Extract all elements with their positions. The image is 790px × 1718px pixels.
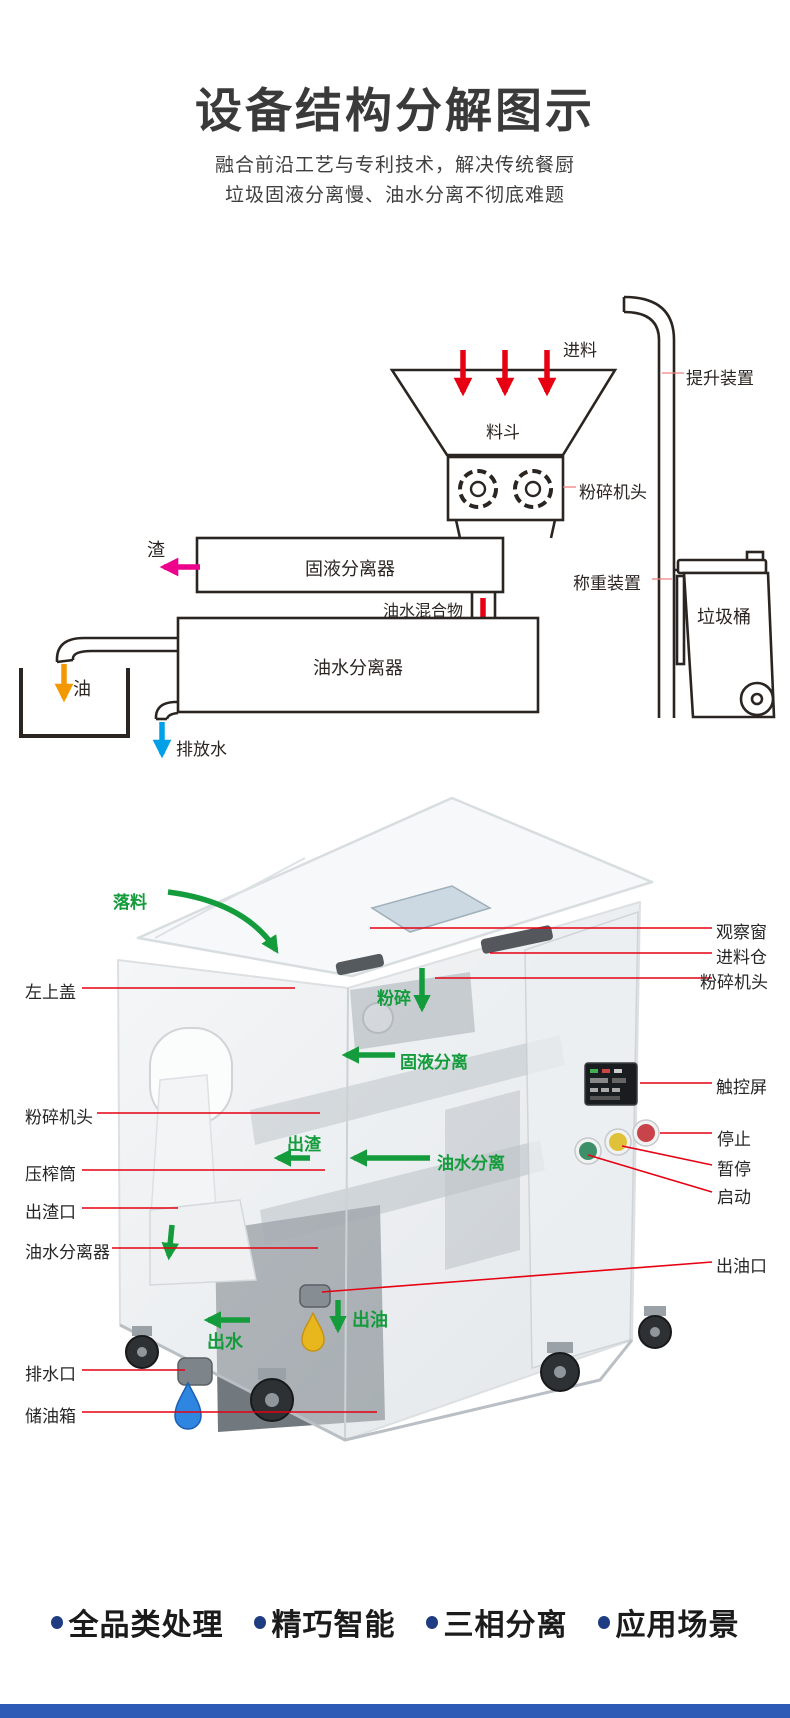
footer-item-label: 全品类处理	[68, 1609, 224, 1642]
footer-item-label: 三相分离	[443, 1609, 568, 1642]
flow-feed-label: 进料	[563, 341, 597, 360]
cutter-wheels	[458, 469, 553, 509]
inner-label-crush: 粉碎	[377, 989, 411, 1008]
press-flow-arrow	[161, 1224, 180, 1261]
footer-item: 三相分离	[425, 1600, 568, 1644]
lid-latch	[335, 953, 384, 976]
inner-label-oil-water: 油水分离	[437, 1154, 505, 1173]
touchscreen	[584, 1062, 638, 1106]
inner-label-oil-out: 出油	[352, 1310, 388, 1330]
flow-ow-separator-label: 油水分离器	[313, 658, 403, 678]
label-crusher-head-right: 粉碎机头	[700, 973, 768, 992]
oil-drop-icon	[301, 1311, 325, 1352]
flow-hopper-label: 料斗	[486, 423, 520, 442]
label-stop: 停止	[717, 1130, 751, 1149]
label-oil-outlet: 出油口	[716, 1257, 767, 1276]
label-oil-tank: 储油箱	[25, 1407, 76, 1426]
flow-discharge-label: 排放水	[176, 740, 227, 759]
bottom-blue-bar	[0, 1704, 790, 1718]
footer-item: 全品类处理	[50, 1600, 224, 1644]
inner-label-water-out: 出水	[207, 1332, 243, 1352]
flow-bin-label: 垃圾桶	[697, 607, 751, 627]
footer-item: 应用场景	[597, 1600, 740, 1644]
machine-render	[82, 796, 713, 1442]
press-cylinder	[149, 1027, 257, 1286]
stop-button	[637, 1124, 655, 1142]
label-feed-bin: 进料仓	[716, 948, 767, 967]
outlets	[177, 1284, 331, 1386]
label-touchscreen: 触控屏	[716, 1078, 767, 1097]
lifting-rail	[622, 295, 690, 718]
flow-oil-label: 油	[73, 679, 91, 699]
subtitle-line1: 融合前沿工艺与专利技术，解决传统餐厨	[214, 155, 575, 176]
flow-residue-label: 渣	[147, 540, 165, 560]
label-left-top-cover: 左上盖	[25, 983, 76, 1002]
slag-chute	[149, 1199, 257, 1286]
bullet-icon	[597, 1615, 610, 1629]
start-button	[579, 1142, 597, 1160]
label-start: 启动	[717, 1188, 751, 1207]
footer-item-label: 精巧智能	[271, 1609, 396, 1642]
flow-weighing-label: 称重装置	[573, 574, 641, 593]
oil-water-separator-box	[176, 616, 540, 714]
footer-item-label: 应用场景	[615, 1609, 740, 1642]
observation-window	[370, 885, 492, 933]
oil-outlet	[299, 1284, 331, 1308]
drop-arrow	[167, 889, 279, 954]
flow-crusher-label: 粉碎机头	[579, 483, 647, 502]
machine-lid	[136, 796, 654, 978]
bullet-icon	[50, 1615, 63, 1629]
process-arrows	[161, 889, 431, 1334]
callout-lines	[82, 927, 713, 1413]
water-spout	[154, 700, 179, 721]
bullet-icon	[425, 1615, 438, 1629]
inner-label-solid-liquid: 固液分离	[400, 1053, 468, 1072]
label-oil-water-separator: 油水分离器	[25, 1243, 110, 1262]
hopper-funnel	[389, 368, 618, 457]
label-crusher-head-left: 粉碎机头	[25, 1108, 93, 1127]
label-press-cylinder: 压榨筒	[25, 1165, 76, 1184]
flow-sl-separator-label: 固液分离器	[305, 559, 395, 579]
flow-mixture-label: 油水混合物	[383, 603, 464, 620]
footer-item: 精巧智能	[253, 1600, 396, 1644]
subtitle-line2: 垃圾固液分离慢、油水分离不彻底难题	[224, 185, 565, 206]
page-title: 设备结构分解图示	[195, 84, 595, 137]
feed-arrows	[453, 350, 557, 397]
pause-button	[609, 1133, 627, 1151]
label-pause: 暂停	[717, 1160, 751, 1179]
oil-spout	[55, 636, 178, 664]
crusher-box	[446, 455, 565, 522]
drop-label: 落料	[113, 893, 147, 912]
flow-diagram	[19, 295, 776, 759]
label-observation-window: 观察窗	[716, 923, 767, 942]
label-slag-outlet: 出渣口	[25, 1203, 76, 1222]
water-drop-icon	[174, 1381, 202, 1430]
label-drain-outlet: 排水口	[25, 1365, 76, 1384]
casters	[125, 1306, 672, 1422]
inner-label-slag-out: 出渣	[287, 1135, 321, 1154]
lid-latch	[480, 925, 553, 954]
drain-outlet	[177, 1357, 213, 1386]
bullet-icon	[253, 1615, 266, 1629]
oil-container	[19, 668, 130, 738]
trash-bin	[676, 550, 776, 719]
footer-feature-row: 全品类处理 精巧智能 三相分离 应用场景	[0, 1600, 790, 1644]
flow-lifting-label: 提升装置	[686, 369, 754, 388]
